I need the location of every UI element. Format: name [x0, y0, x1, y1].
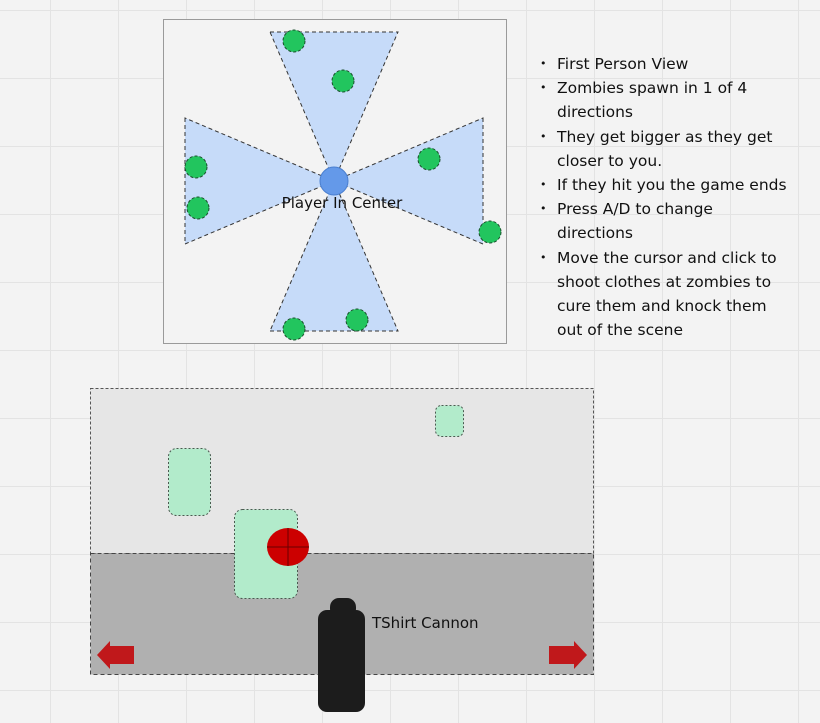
- player-label: Player In Center: [282, 194, 403, 212]
- zombie-mid: [168, 448, 211, 516]
- cannon-label: TShirt Cannon: [371, 614, 479, 632]
- top-view-diagram: Player In Center: [163, 19, 507, 344]
- first-person-view-diagram: TShirt Cannon: [90, 388, 594, 712]
- zombie-dot: [331, 69, 355, 93]
- note-item: If they hit you the game ends: [540, 173, 790, 197]
- note-item: Zombies spawn in 1 of 4 directions: [540, 76, 790, 124]
- crosshair-icon: [267, 528, 309, 566]
- zombie-far: [435, 405, 464, 437]
- zombie-dot: [417, 147, 441, 171]
- zombie-dot: [282, 317, 306, 341]
- zombie-dot: [184, 155, 208, 179]
- cone-west: [184, 117, 336, 245]
- zombie-dot: [186, 196, 210, 220]
- note-item: Press A/D to change directions: [540, 197, 790, 245]
- zombie-dot: [478, 220, 502, 244]
- zombie-dot: [345, 308, 369, 332]
- tshirt-cannon: [318, 598, 365, 712]
- arrow-left-icon: [97, 641, 134, 669]
- cone-east: [332, 117, 484, 245]
- note-item: They get bigger as they get closer to yo…: [540, 125, 790, 173]
- arrow-right-icon: [549, 641, 587, 669]
- player-dot: [319, 166, 349, 196]
- notes-list: First Person View Zombies spawn in 1 of …: [540, 52, 790, 342]
- note-item: First Person View: [540, 52, 790, 76]
- cone-south: [269, 179, 399, 332]
- cone-north: [269, 31, 399, 183]
- note-item: Move the cursor and click to shoot cloth…: [540, 246, 790, 343]
- sky-area: [90, 388, 594, 554]
- zombie-dot: [282, 29, 306, 53]
